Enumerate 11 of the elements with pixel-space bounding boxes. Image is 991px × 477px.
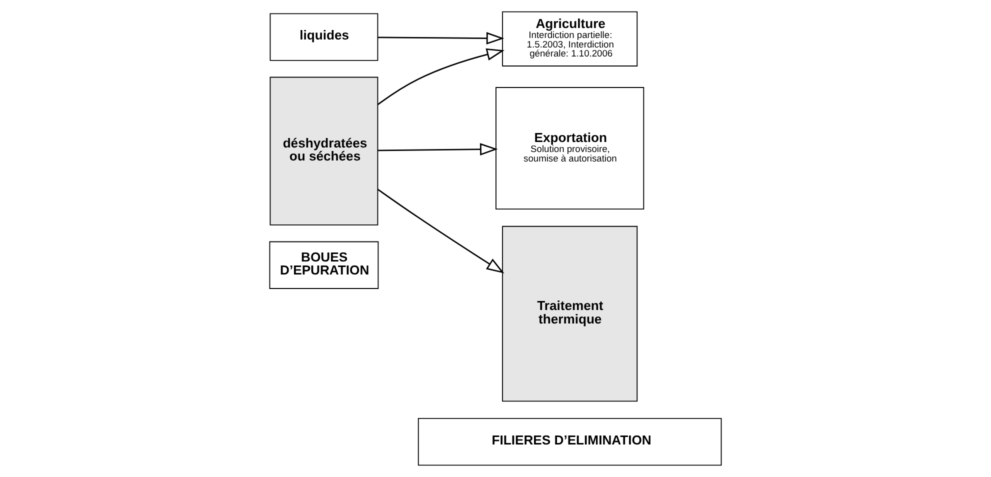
arrow: [377, 188, 504, 274]
node-box: Agriculture Interdiction partielle: 1.5.2003, Interdiction générale: 1.10.2006: [502, 11, 638, 66]
arrow: [378, 143, 498, 156]
arrow: [377, 48, 504, 106]
node-box: Exportation Solution provisoire, soumise à autorisation: [496, 87, 644, 210]
node-box: liquides: [270, 13, 378, 61]
node-box: Traitement thermique: [502, 226, 638, 402]
node-box: FILIERES D’ELIMINATION: [418, 418, 722, 466]
node-box: BOUES D’EPURATION: [269, 241, 379, 289]
arrow: [378, 32, 504, 44]
node-box: déshydratées ou séchées: [270, 76, 378, 226]
